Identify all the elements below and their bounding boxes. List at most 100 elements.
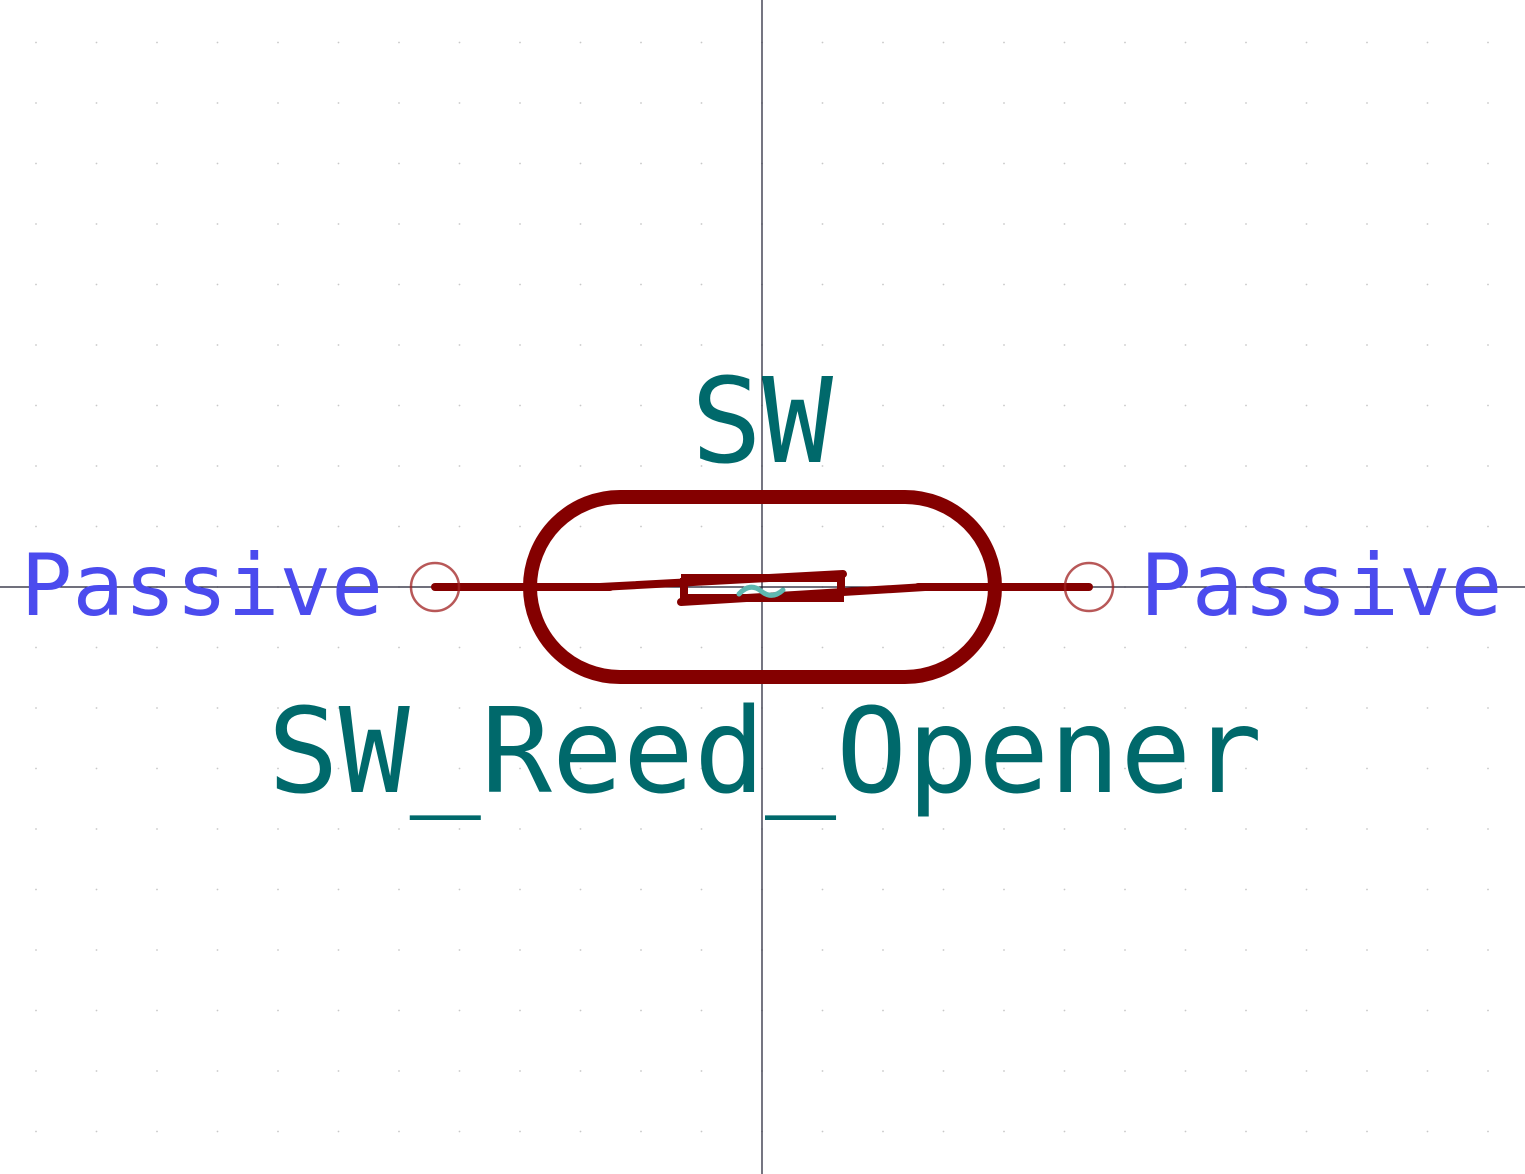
grid-dot	[337, 162, 340, 165]
grid-dot	[1003, 404, 1005, 407]
grid-dot	[942, 525, 945, 528]
grid-dot	[35, 162, 37, 165]
grid-dot	[519, 223, 521, 225]
grid-dot	[1184, 1009, 1187, 1012]
grid-dot	[156, 828, 158, 830]
grid-dot	[882, 646, 884, 649]
grid-dot	[156, 525, 158, 528]
grid-dot	[1184, 465, 1187, 467]
grid-dot	[579, 949, 582, 951]
grid-dot	[882, 888, 884, 891]
grid-dot	[1003, 646, 1005, 649]
grid-dot	[277, 767, 279, 770]
grid-dot	[1124, 344, 1126, 346]
grid-dot	[1366, 525, 1368, 528]
grid-dot	[579, 41, 582, 44]
grid-dot	[216, 525, 219, 528]
grid-dot	[1063, 404, 1066, 407]
grid-dot	[882, 102, 884, 104]
grid-dot	[579, 1009, 582, 1012]
reed-switch-body[interactable]	[523, 490, 1002, 684]
grid-dot	[1426, 404, 1429, 407]
grid-dot	[1366, 828, 1368, 830]
grid-dot	[1124, 223, 1126, 225]
grid-dot	[1305, 283, 1308, 286]
grid-dot	[1487, 949, 1489, 951]
grid-dot	[1245, 465, 1247, 467]
grid-dot	[277, 41, 279, 44]
grid-dot	[579, 646, 582, 649]
contact-paddle-upper	[681, 574, 844, 582]
grid-dot	[1063, 41, 1066, 44]
grid-dot	[1366, 404, 1368, 407]
grid-dot	[579, 767, 582, 770]
grid-dot	[398, 162, 400, 165]
grid-dot	[942, 1070, 945, 1072]
grid-dot	[1124, 767, 1126, 770]
grid-dot	[519, 888, 521, 891]
grid-dot	[216, 223, 219, 225]
grid-dot	[1245, 223, 1247, 225]
grid-dot	[882, 344, 884, 346]
grid-dot	[700, 1070, 703, 1072]
grid-dot	[95, 767, 98, 770]
grid-dot	[277, 646, 279, 649]
grid-dot	[1426, 223, 1429, 225]
grid-dot	[942, 646, 945, 649]
grid-dot	[1426, 1070, 1429, 1072]
grid-dot	[277, 949, 279, 951]
grid-dot	[700, 404, 703, 407]
grid-dot	[821, 465, 824, 467]
grid-dot	[1063, 283, 1066, 286]
grid-dot	[1184, 707, 1187, 709]
grid-dot	[1184, 949, 1187, 951]
grid-dot	[640, 223, 642, 225]
grid-dot	[1184, 525, 1187, 528]
grid-dot	[1003, 767, 1005, 770]
grid-dot	[579, 1130, 582, 1133]
pin-left-endpoint[interactable]	[409, 561, 461, 613]
grid-dot	[1366, 344, 1368, 346]
grid-dot	[398, 1130, 400, 1133]
grid-dot	[458, 646, 461, 649]
pin-right[interactable]	[984, 561, 1115, 613]
grid-dot	[156, 1130, 158, 1133]
grid-dot	[1063, 223, 1066, 225]
grid-dot	[1184, 162, 1187, 165]
grid-dot	[1063, 767, 1066, 770]
pin-left[interactable]	[409, 561, 539, 613]
grid-dot	[1487, 1009, 1489, 1012]
grid-dot	[95, 404, 98, 407]
value-field[interactable]: SW_Reed_Opener	[268, 682, 1263, 820]
grid-dot	[458, 465, 461, 467]
grid-dot	[337, 767, 340, 770]
grid-dot	[1305, 828, 1308, 830]
grid-dot	[277, 707, 279, 709]
grid-dot	[1487, 41, 1489, 44]
grid-dot	[1063, 525, 1066, 528]
grid-dot	[1063, 949, 1066, 951]
grid-dot	[458, 949, 461, 951]
reference-designator[interactable]: SW	[691, 352, 834, 490]
grid-dot	[95, 949, 98, 951]
grid-dot	[882, 1130, 884, 1133]
grid-dot	[216, 1009, 219, 1012]
grid-dot	[700, 828, 703, 830]
contact-paddle-lower	[681, 594, 844, 602]
grid-dot	[942, 404, 945, 407]
grid-dot	[1426, 949, 1429, 951]
grid-dot	[640, 344, 642, 346]
grid-dot	[579, 162, 582, 165]
grid-dot	[1426, 162, 1429, 165]
grid-dot	[1124, 162, 1126, 165]
grid-dot	[1366, 283, 1368, 286]
grid-dot	[1366, 223, 1368, 225]
grid-dot	[579, 465, 582, 467]
pin-right-endpoint[interactable]	[1063, 561, 1115, 613]
grid-dot	[216, 344, 219, 346]
grid-dot	[519, 162, 521, 165]
grid-dot	[277, 223, 279, 225]
grid-dot	[35, 1130, 37, 1133]
grid-dot	[35, 283, 37, 286]
grid-dot	[519, 404, 521, 407]
